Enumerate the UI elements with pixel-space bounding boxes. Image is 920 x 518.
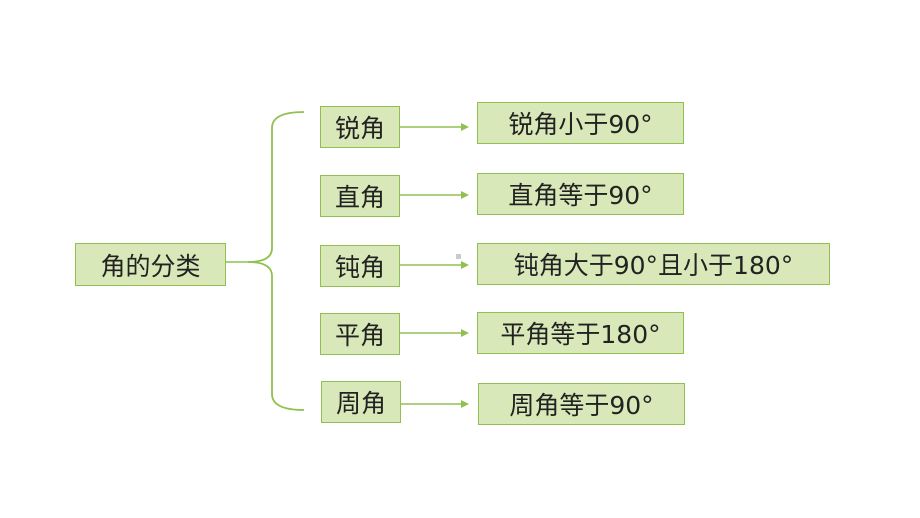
root-node: 角的分类 (75, 243, 226, 286)
arrow-5 (400, 400, 469, 408)
arrow-1 (400, 123, 469, 131)
category-node-obtuse: 钝角 (320, 245, 400, 287)
description-text: 周角等于90° (509, 391, 654, 420)
description-text: 锐角小于90° (508, 110, 653, 139)
description-node-obtuse: 钝角大于90°且小于180° (477, 243, 830, 285)
category-node-acute: 锐角 (320, 106, 400, 148)
category-label: 周角 (335, 389, 386, 418)
description-text: 钝角大于90°且小于180° (513, 251, 794, 280)
description-text: 直角等于90° (508, 181, 653, 210)
arrow-4 (400, 329, 469, 337)
arrow-3 (400, 261, 469, 269)
category-node-round: 周角 (321, 381, 401, 423)
description-node-straight: 平角等于180° (477, 312, 684, 354)
category-label: 直角 (334, 183, 385, 212)
brace-connector (247, 111, 305, 411)
category-node-right: 直角 (320, 175, 400, 217)
stray-dot (456, 254, 461, 259)
description-node-round: 周角等于90° (478, 383, 685, 425)
category-label: 锐角 (334, 114, 385, 143)
root-label: 角的分类 (100, 251, 201, 281)
category-node-straight: 平角 (320, 313, 400, 355)
description-node-right: 直角等于90° (477, 173, 684, 215)
arrow-2 (400, 191, 469, 199)
description-text: 平角等于180° (500, 320, 661, 349)
category-label: 钝角 (334, 253, 385, 282)
category-label: 平角 (334, 321, 385, 350)
description-node-acute: 锐角小于90° (477, 102, 684, 144)
